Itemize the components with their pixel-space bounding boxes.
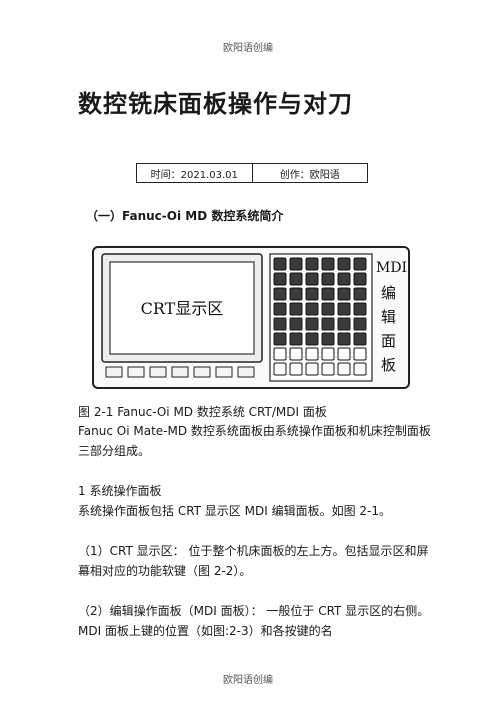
paragraph-2: 1 系统操作面板 (78, 484, 162, 498)
mdi-key (321, 302, 335, 316)
page-footer: 欧阳语创编 (223, 675, 273, 686)
mdi-key (353, 257, 367, 271)
paragraph-3: 系统操作面板包括 CRT 显示区 MDI 编辑面板。如图 2-1。 (78, 504, 391, 518)
mdi-key (289, 317, 303, 331)
document-title: 数控铣床面板操作与对刀 (78, 90, 353, 118)
mdi-key (273, 287, 287, 301)
soft-key (149, 366, 167, 378)
meta-author: 创作：欧阳语 (279, 169, 340, 181)
soft-key (215, 366, 233, 378)
paragraph-5: （2）编辑操作面板（MDI 面板）： 一般位于 CRT 显示区的右侧。MDI 面… (78, 604, 430, 638)
mdi-key (337, 302, 351, 316)
crt-label: CRT显示区 (141, 299, 224, 318)
mdi-keys (273, 257, 367, 376)
crt-mdi-panel-figure: CRT显示区 MDI 编 辑 面 板 (92, 246, 410, 389)
figure-caption: 图 2-1 Fanuc-Oi MD 数控系统 CRT/MDI 面板 (78, 405, 327, 419)
mdi-label-1: 编 (381, 284, 396, 302)
mdi-key (337, 317, 351, 331)
mdi-key (273, 272, 287, 286)
mdi-key (337, 362, 351, 376)
mdi-key (273, 317, 287, 331)
mdi-key (353, 287, 367, 301)
mdi-key (289, 287, 303, 301)
crt-screen (109, 261, 255, 355)
mdi-key (321, 257, 335, 271)
section-heading: （一）Fanuc-Oi MD 数控系统简介 (86, 209, 284, 223)
soft-key (105, 366, 123, 378)
mdi-key (321, 347, 335, 361)
mdi-label-3: 面 (381, 332, 396, 350)
mdi-key (337, 332, 351, 346)
mdi-key (273, 347, 287, 361)
mdi-key (289, 302, 303, 316)
mdi-key (273, 332, 287, 346)
meta-time: 时间：2021.03.01 (137, 164, 253, 182)
mdi-key (273, 362, 287, 376)
mdi-key (289, 362, 303, 376)
mdi-label-2: 辑 (381, 308, 396, 326)
mdi-key (305, 347, 319, 361)
mdi-key (305, 362, 319, 376)
mdi-key (321, 332, 335, 346)
mdi-key (289, 257, 303, 271)
mdi-key (289, 347, 303, 361)
mdi-key (321, 362, 335, 376)
soft-keys (105, 366, 255, 378)
page-header: 欧阳语创编 (223, 43, 273, 54)
soft-key (193, 366, 211, 378)
mdi-key (337, 287, 351, 301)
mdi-key (337, 257, 351, 271)
mdi-key (337, 347, 351, 361)
mdi-key (305, 317, 319, 331)
mdi-key (305, 257, 319, 271)
mdi-key (353, 362, 367, 376)
mdi-key (321, 287, 335, 301)
mdi-key (305, 302, 319, 316)
soft-key (171, 366, 189, 378)
mdi-key (353, 317, 367, 331)
mdi-key (321, 272, 335, 286)
soft-key (127, 366, 145, 378)
meta-table: 时间：2021.03.01 创作：欧阳语 (136, 163, 368, 183)
mdi-label-4: 板 (381, 356, 396, 374)
mdi-key (305, 332, 319, 346)
mdi-key (353, 302, 367, 316)
mdi-key (289, 272, 303, 286)
paragraph-1: Fanuc Oi Mate-MD 数控系统面板由系统操作面板和机床控制面板三部分… (78, 424, 431, 458)
mdi-key (353, 272, 367, 286)
mdi-key (273, 257, 287, 271)
mdi-key (305, 272, 319, 286)
soft-key (237, 366, 255, 378)
mdi-key (273, 302, 287, 316)
paragraph-4: （1）CRT 显示区： 位于整个机床面板的左上方。包括显示区和屏幕相对应的功能软… (78, 544, 429, 578)
mdi-key (305, 287, 319, 301)
mdi-key (337, 272, 351, 286)
mdi-key (353, 347, 367, 361)
mdi-label-0: MDI (376, 260, 407, 276)
mdi-key (353, 332, 367, 346)
mdi-key (289, 332, 303, 346)
mdi-key (321, 317, 335, 331)
